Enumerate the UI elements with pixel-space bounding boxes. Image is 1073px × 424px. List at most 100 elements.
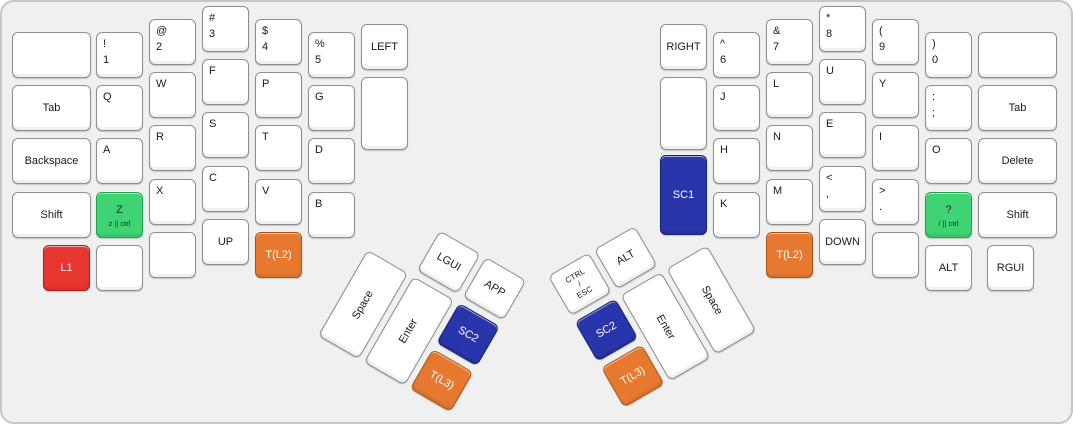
key-r[interactable]: R xyxy=(149,125,196,171)
key-c[interactable]: C xyxy=(202,166,249,212)
key-blank-left-inner-tall[interactable] xyxy=(361,77,408,150)
key-label: Tab xyxy=(42,102,61,114)
key-label: G xyxy=(315,91,324,103)
key-alt-right[interactable]: ALT xyxy=(925,245,972,291)
key-comma[interactable]: <, xyxy=(819,166,866,212)
key-label: H xyxy=(720,144,728,156)
key-semicolon[interactable]: :; xyxy=(925,85,972,131)
key-question-ctrl[interactable]: ? / || ctrl xyxy=(925,192,972,238)
key-paren-0[interactable]: )0 xyxy=(925,32,972,78)
key-label: Backspace xyxy=(24,155,79,167)
key-star-8[interactable]: *8 xyxy=(819,6,866,52)
key-label: DOWN xyxy=(825,236,860,248)
key-tab-right[interactable]: Tab xyxy=(978,85,1057,131)
key-percent-5[interactable]: %5 xyxy=(308,32,355,78)
key-label: SC1 xyxy=(672,189,695,201)
key-t[interactable]: T xyxy=(255,125,302,171)
key-p[interactable]: P xyxy=(255,72,302,118)
key-label: P xyxy=(262,78,270,90)
key-backspace[interactable]: Backspace xyxy=(12,138,91,184)
key-blank-left-col3-bottom[interactable] xyxy=(149,232,196,278)
key-tl2-left[interactable]: T(L2) xyxy=(255,232,302,278)
key-k[interactable]: K xyxy=(713,192,760,238)
key-label: :; xyxy=(932,91,936,119)
key-f[interactable]: F xyxy=(202,59,249,105)
key-label: Shift xyxy=(40,209,63,221)
key-label: J xyxy=(720,91,726,103)
key-label: M xyxy=(773,185,783,197)
key-label: Enter xyxy=(653,312,678,341)
key-rgui[interactable]: RGUI xyxy=(987,245,1034,291)
key-label: SC2 xyxy=(594,319,619,341)
key-label: Space xyxy=(698,283,725,317)
key-b[interactable]: B xyxy=(308,192,355,238)
key-y[interactable]: Y xyxy=(872,72,919,118)
key-label: A xyxy=(103,144,111,156)
key-left-arrow[interactable]: LEFT xyxy=(361,24,408,70)
key-i[interactable]: I xyxy=(872,125,919,171)
key-blank-right-inner-tall[interactable] xyxy=(660,77,707,150)
key-label: K xyxy=(720,198,728,210)
key-j[interactable]: J xyxy=(713,85,760,131)
key-l[interactable]: L xyxy=(766,72,813,118)
key-label: L1 xyxy=(60,262,73,274)
key-label: RIGHT xyxy=(666,41,701,53)
key-a[interactable]: A xyxy=(96,138,143,184)
key-hash-3[interactable]: #3 xyxy=(202,6,249,52)
key-h[interactable]: H xyxy=(713,138,760,184)
key-right-arrow[interactable]: RIGHT xyxy=(660,24,707,70)
key-label: &7 xyxy=(773,25,781,53)
key-label: UP xyxy=(217,236,234,248)
key-blank-left-col2-bottom[interactable] xyxy=(96,245,143,291)
key-g[interactable]: G xyxy=(308,85,355,131)
key-shift-right[interactable]: Shift xyxy=(978,192,1057,238)
key-label: X xyxy=(156,185,164,197)
key-n[interactable]: N xyxy=(766,125,813,171)
key-paren-9[interactable]: (9 xyxy=(872,19,919,65)
key-v[interactable]: V xyxy=(255,179,302,225)
key-down[interactable]: DOWN xyxy=(819,219,866,265)
key-label: ^6 xyxy=(720,38,727,66)
key-s[interactable]: S xyxy=(202,112,249,158)
key-delete[interactable]: Delete xyxy=(978,138,1057,184)
key-at-2[interactable]: @2 xyxy=(149,19,196,65)
key-label: V xyxy=(262,185,270,197)
key-label: <, xyxy=(826,172,833,200)
key-sc1[interactable]: SC1 xyxy=(660,155,707,235)
key-blank-left-outer-top[interactable] xyxy=(12,32,91,78)
key-label: T(L2) xyxy=(776,249,803,261)
key-label: #3 xyxy=(209,12,216,40)
key-up[interactable]: UP xyxy=(202,219,249,265)
key-label: S xyxy=(209,118,217,130)
key-amp-7[interactable]: &7 xyxy=(766,19,813,65)
key-period[interactable]: >. xyxy=(872,179,919,225)
key-shift-left[interactable]: Shift xyxy=(12,192,91,238)
key-d[interactable]: D xyxy=(308,138,355,184)
key-label: R xyxy=(156,131,164,143)
key-label: CTRL/ESC xyxy=(563,266,594,301)
key-w[interactable]: W xyxy=(149,72,196,118)
key-tl2-right[interactable]: T(L2) xyxy=(766,232,813,278)
key-label: C xyxy=(209,172,217,184)
key-u[interactable]: U xyxy=(819,59,866,105)
key-sublabel: z || ctrl xyxy=(108,219,131,228)
key-exclam-1[interactable]: !1 xyxy=(96,32,143,78)
key-x[interactable]: X xyxy=(149,179,196,225)
key-dollar-4[interactable]: $4 xyxy=(255,19,302,65)
key-blank-right-outer-top[interactable] xyxy=(978,32,1057,78)
key-m[interactable]: M xyxy=(766,179,813,225)
key-o[interactable]: O xyxy=(925,138,972,184)
key-label: (9 xyxy=(879,25,886,53)
key-caret-6[interactable]: ^6 xyxy=(713,32,760,78)
key-l1[interactable]: L1 xyxy=(43,245,90,291)
key-blank-right-col5-bottom[interactable] xyxy=(872,232,919,278)
key-label: B xyxy=(315,198,323,210)
key-sublabel: / || ctrl xyxy=(938,219,959,228)
key-label: !1 xyxy=(103,38,110,66)
key-tab-left[interactable]: Tab xyxy=(12,85,91,131)
key-label: ? xyxy=(945,204,952,216)
key-label: T xyxy=(262,131,269,143)
key-q[interactable]: Q xyxy=(96,85,143,131)
key-e[interactable]: E xyxy=(819,112,866,158)
